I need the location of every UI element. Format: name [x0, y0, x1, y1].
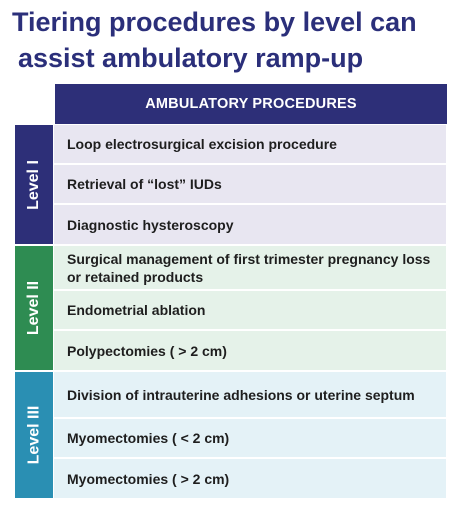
level-2-band: Level II — [15, 246, 53, 370]
title-line-2: assist ambulatory ramp-up — [18, 43, 364, 73]
row-divider — [54, 289, 448, 291]
level-3-label: Level III — [25, 405, 43, 465]
level-2-label: Level II — [25, 280, 42, 336]
level-1-rows: Loop electrosurgical excision procedure … — [54, 125, 448, 244]
procedure-row: Endometrial ablation — [54, 291, 447, 329]
row-divider — [54, 163, 448, 165]
procedure-row: Diagnostic hysteroscopy — [54, 205, 447, 244]
level-2-rows: Surgical management of first trimester p… — [54, 246, 448, 370]
row-divider — [54, 329, 448, 331]
procedure-row: Loop electrosurgical excision procedure — [54, 125, 447, 163]
level-2-group: Level II Surgical management of first tr… — [15, 246, 448, 370]
title-line-1: Tiering procedures by level can — [12, 7, 417, 37]
table-header: AMBULATORY PROCEDURES — [55, 84, 447, 124]
procedure-row: Division of intrauterine adhesions or ut… — [54, 372, 447, 417]
row-divider — [54, 203, 448, 205]
level-1-band: Level I — [15, 125, 53, 244]
level-3-rows: Division of intrauterine adhesions or ut… — [54, 372, 448, 498]
procedure-row: Myomectomies ( < 2 cm) — [54, 419, 447, 457]
level-3-band: Level III — [15, 372, 53, 498]
procedure-row: Myomectomies ( > 2 cm) — [54, 459, 447, 498]
level-1-group: Level I Loop electrosurgical excision pr… — [15, 125, 448, 244]
procedure-row: Polypectomies ( > 2 cm) — [54, 331, 447, 370]
procedure-row: Surgical management of first trimester p… — [54, 246, 447, 289]
row-divider — [54, 417, 448, 419]
level-3-group: Level III Division of intrauterine adhes… — [15, 372, 448, 498]
procedure-row: Retrieval of “lost” IUDs — [54, 165, 447, 203]
level-1-label: Level I — [25, 159, 42, 210]
row-divider — [54, 457, 448, 459]
